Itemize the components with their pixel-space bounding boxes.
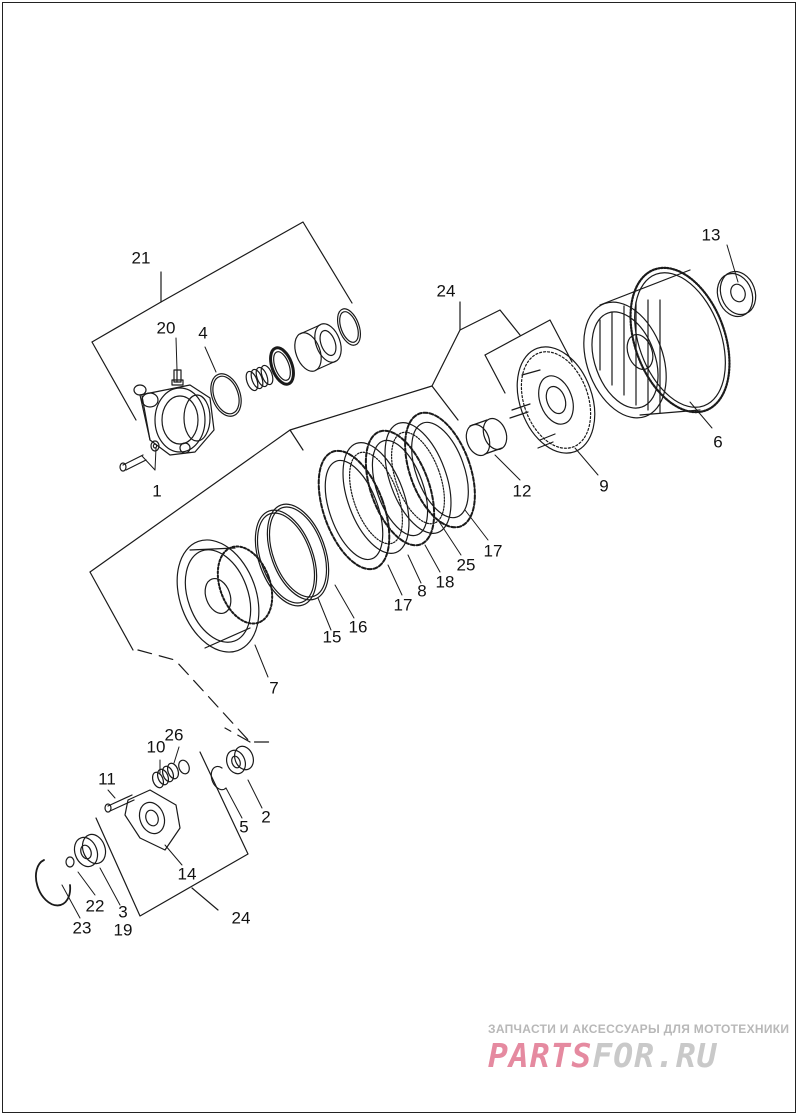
part-23-retaining-ring bbox=[35, 859, 72, 907]
piston-ring bbox=[336, 308, 362, 346]
callout-6: 6 bbox=[713, 432, 723, 452]
callout-24-upper: 24 bbox=[436, 281, 456, 301]
callout-18: 18 bbox=[435, 572, 455, 592]
part-6-clutch-shell bbox=[583, 266, 731, 419]
callout-11: 11 bbox=[98, 769, 116, 789]
callout-25: 25 bbox=[456, 555, 476, 575]
part-12-bushing bbox=[465, 417, 508, 457]
part-13-washer bbox=[716, 270, 757, 318]
callout-17-left: 17 bbox=[393, 595, 413, 615]
part-14-flange bbox=[124, 789, 181, 851]
callout-5: 5 bbox=[239, 817, 249, 837]
watermark-logo-part1: PARTS bbox=[488, 1036, 593, 1075]
callout-9: 9 bbox=[599, 476, 609, 496]
callout-8: 8 bbox=[417, 581, 427, 601]
assembly-dashed-line bbox=[137, 649, 271, 743]
part-9-hub bbox=[509, 346, 596, 454]
part-7-pressure-plate bbox=[176, 539, 274, 653]
slave-cylinder-body bbox=[133, 384, 215, 456]
callout-19: 19 bbox=[113, 920, 133, 940]
watermark-logo-part2: FOR.RU bbox=[592, 1036, 718, 1075]
callout-24-lower: 24 bbox=[231, 908, 251, 928]
callout-26: 26 bbox=[164, 725, 184, 745]
part-11-screw bbox=[104, 794, 135, 813]
part-10-spring bbox=[151, 762, 180, 789]
callout-21: 21 bbox=[131, 248, 151, 268]
leader-lines bbox=[61, 244, 739, 919]
callout-16: 16 bbox=[348, 617, 368, 637]
piston-seal bbox=[269, 346, 295, 386]
callout-7: 7 bbox=[269, 678, 279, 698]
part-26-washer bbox=[178, 759, 190, 775]
watermark-logo: PARTSFOR.RU bbox=[488, 1036, 718, 1075]
part-3-bearing bbox=[73, 833, 107, 868]
callout-17-right: 17 bbox=[483, 541, 503, 561]
part-1-screw bbox=[119, 440, 160, 472]
clutch-plate-stack bbox=[317, 411, 476, 571]
bracket-24-upper bbox=[89, 301, 573, 651]
callout-13: 13 bbox=[701, 225, 721, 245]
watermark-caption: ЗАПЧАСТИ И АКСЕССУАРЫ ДЛЯ МОТОТЕХНИКИ bbox=[488, 1022, 790, 1036]
callout-14: 14 bbox=[177, 864, 197, 884]
part-20-bleeder bbox=[171, 369, 184, 386]
bracket-24-lower bbox=[95, 751, 249, 917]
callout-22: 22 bbox=[85, 896, 105, 916]
bracket-21 bbox=[91, 221, 353, 421]
callout-15: 15 bbox=[322, 627, 342, 647]
part-2-bearing bbox=[225, 745, 255, 775]
callout-20: 20 bbox=[156, 318, 176, 338]
callout-4: 4 bbox=[198, 323, 208, 343]
parts-15-16-rings bbox=[254, 503, 330, 607]
callout-3: 3 bbox=[118, 902, 128, 922]
slave-spring bbox=[245, 364, 274, 392]
callout-2: 2 bbox=[261, 807, 271, 827]
part-22-pin bbox=[65, 856, 75, 868]
part-5-snap-ring bbox=[210, 765, 227, 791]
callout-12: 12 bbox=[512, 481, 532, 501]
callout-1: 1 bbox=[152, 481, 162, 501]
callout-23: 23 bbox=[72, 918, 92, 938]
piston bbox=[294, 323, 342, 372]
callout-10: 10 bbox=[146, 737, 166, 757]
part-4-o-ring bbox=[210, 373, 242, 417]
